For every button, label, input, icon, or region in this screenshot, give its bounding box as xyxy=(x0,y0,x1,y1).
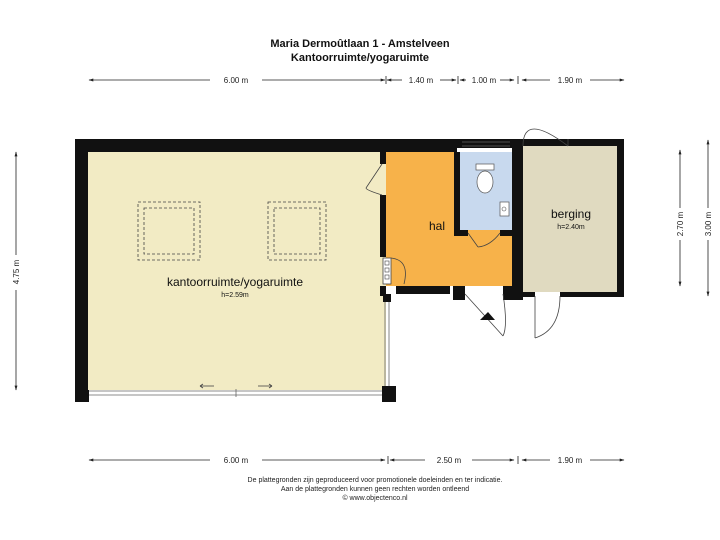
doors xyxy=(365,128,569,339)
toilet-bowl-icon xyxy=(475,163,495,194)
right-dimension-lines: 2.70 m 3.00 m xyxy=(676,139,713,297)
plan-title: Maria Dermoûtlaan 1 - Amstelveen xyxy=(270,38,450,50)
bottom-dimension-line: 6.00 m 2.50 m 1.90 m xyxy=(88,456,625,465)
windows xyxy=(89,141,510,397)
dim-bottom-hall: 2.50 m xyxy=(437,456,462,465)
walls xyxy=(75,139,624,402)
top-dimension-line: 6.00 m 1.40 m 1.00 m 1.90 m xyxy=(88,76,625,85)
left-dimension-line: 4.75 m xyxy=(12,151,21,391)
dim-left-height: 4.75 m xyxy=(12,259,21,284)
entrance-step-icon xyxy=(480,312,495,320)
disclaimer-line-2: Aan de plattegronden kunnen geen rechten… xyxy=(281,486,469,493)
sink-icon xyxy=(499,201,510,217)
office-height: h=2.59m xyxy=(221,292,249,299)
storage-height: h=2.40m xyxy=(557,224,585,231)
dim-top-toilet: 1.00 m xyxy=(472,76,497,85)
disclaimer-line-1: De plattegronden zijn geproduceerd voor … xyxy=(248,477,503,484)
dim-bottom-storage: 1.90 m xyxy=(558,456,583,465)
dim-top-storage: 1.90 m xyxy=(558,76,583,85)
dim-right-inner: 2.70 m xyxy=(676,211,685,236)
plan-subtitle: Kantoorruimte/yogaruimte xyxy=(291,52,429,64)
storage-label: berging xyxy=(551,207,591,221)
skylights xyxy=(137,201,327,261)
dim-right-outer: 3.00 m xyxy=(704,211,713,236)
storage-floor xyxy=(523,146,617,292)
meter-cabinet xyxy=(382,257,406,285)
disclaimer-line-3: © www.objectenco.nl xyxy=(342,494,408,502)
office-floor xyxy=(87,152,386,390)
office-label: kantoorruimte/yogaruimte xyxy=(167,275,303,289)
dim-top-office: 6.00 m xyxy=(224,76,249,85)
dim-top-hall: 1.40 m xyxy=(409,76,434,85)
hall-label: hal xyxy=(429,219,445,233)
sliding-door-arrows xyxy=(199,383,273,389)
dim-bottom-office: 6.00 m xyxy=(224,456,249,465)
